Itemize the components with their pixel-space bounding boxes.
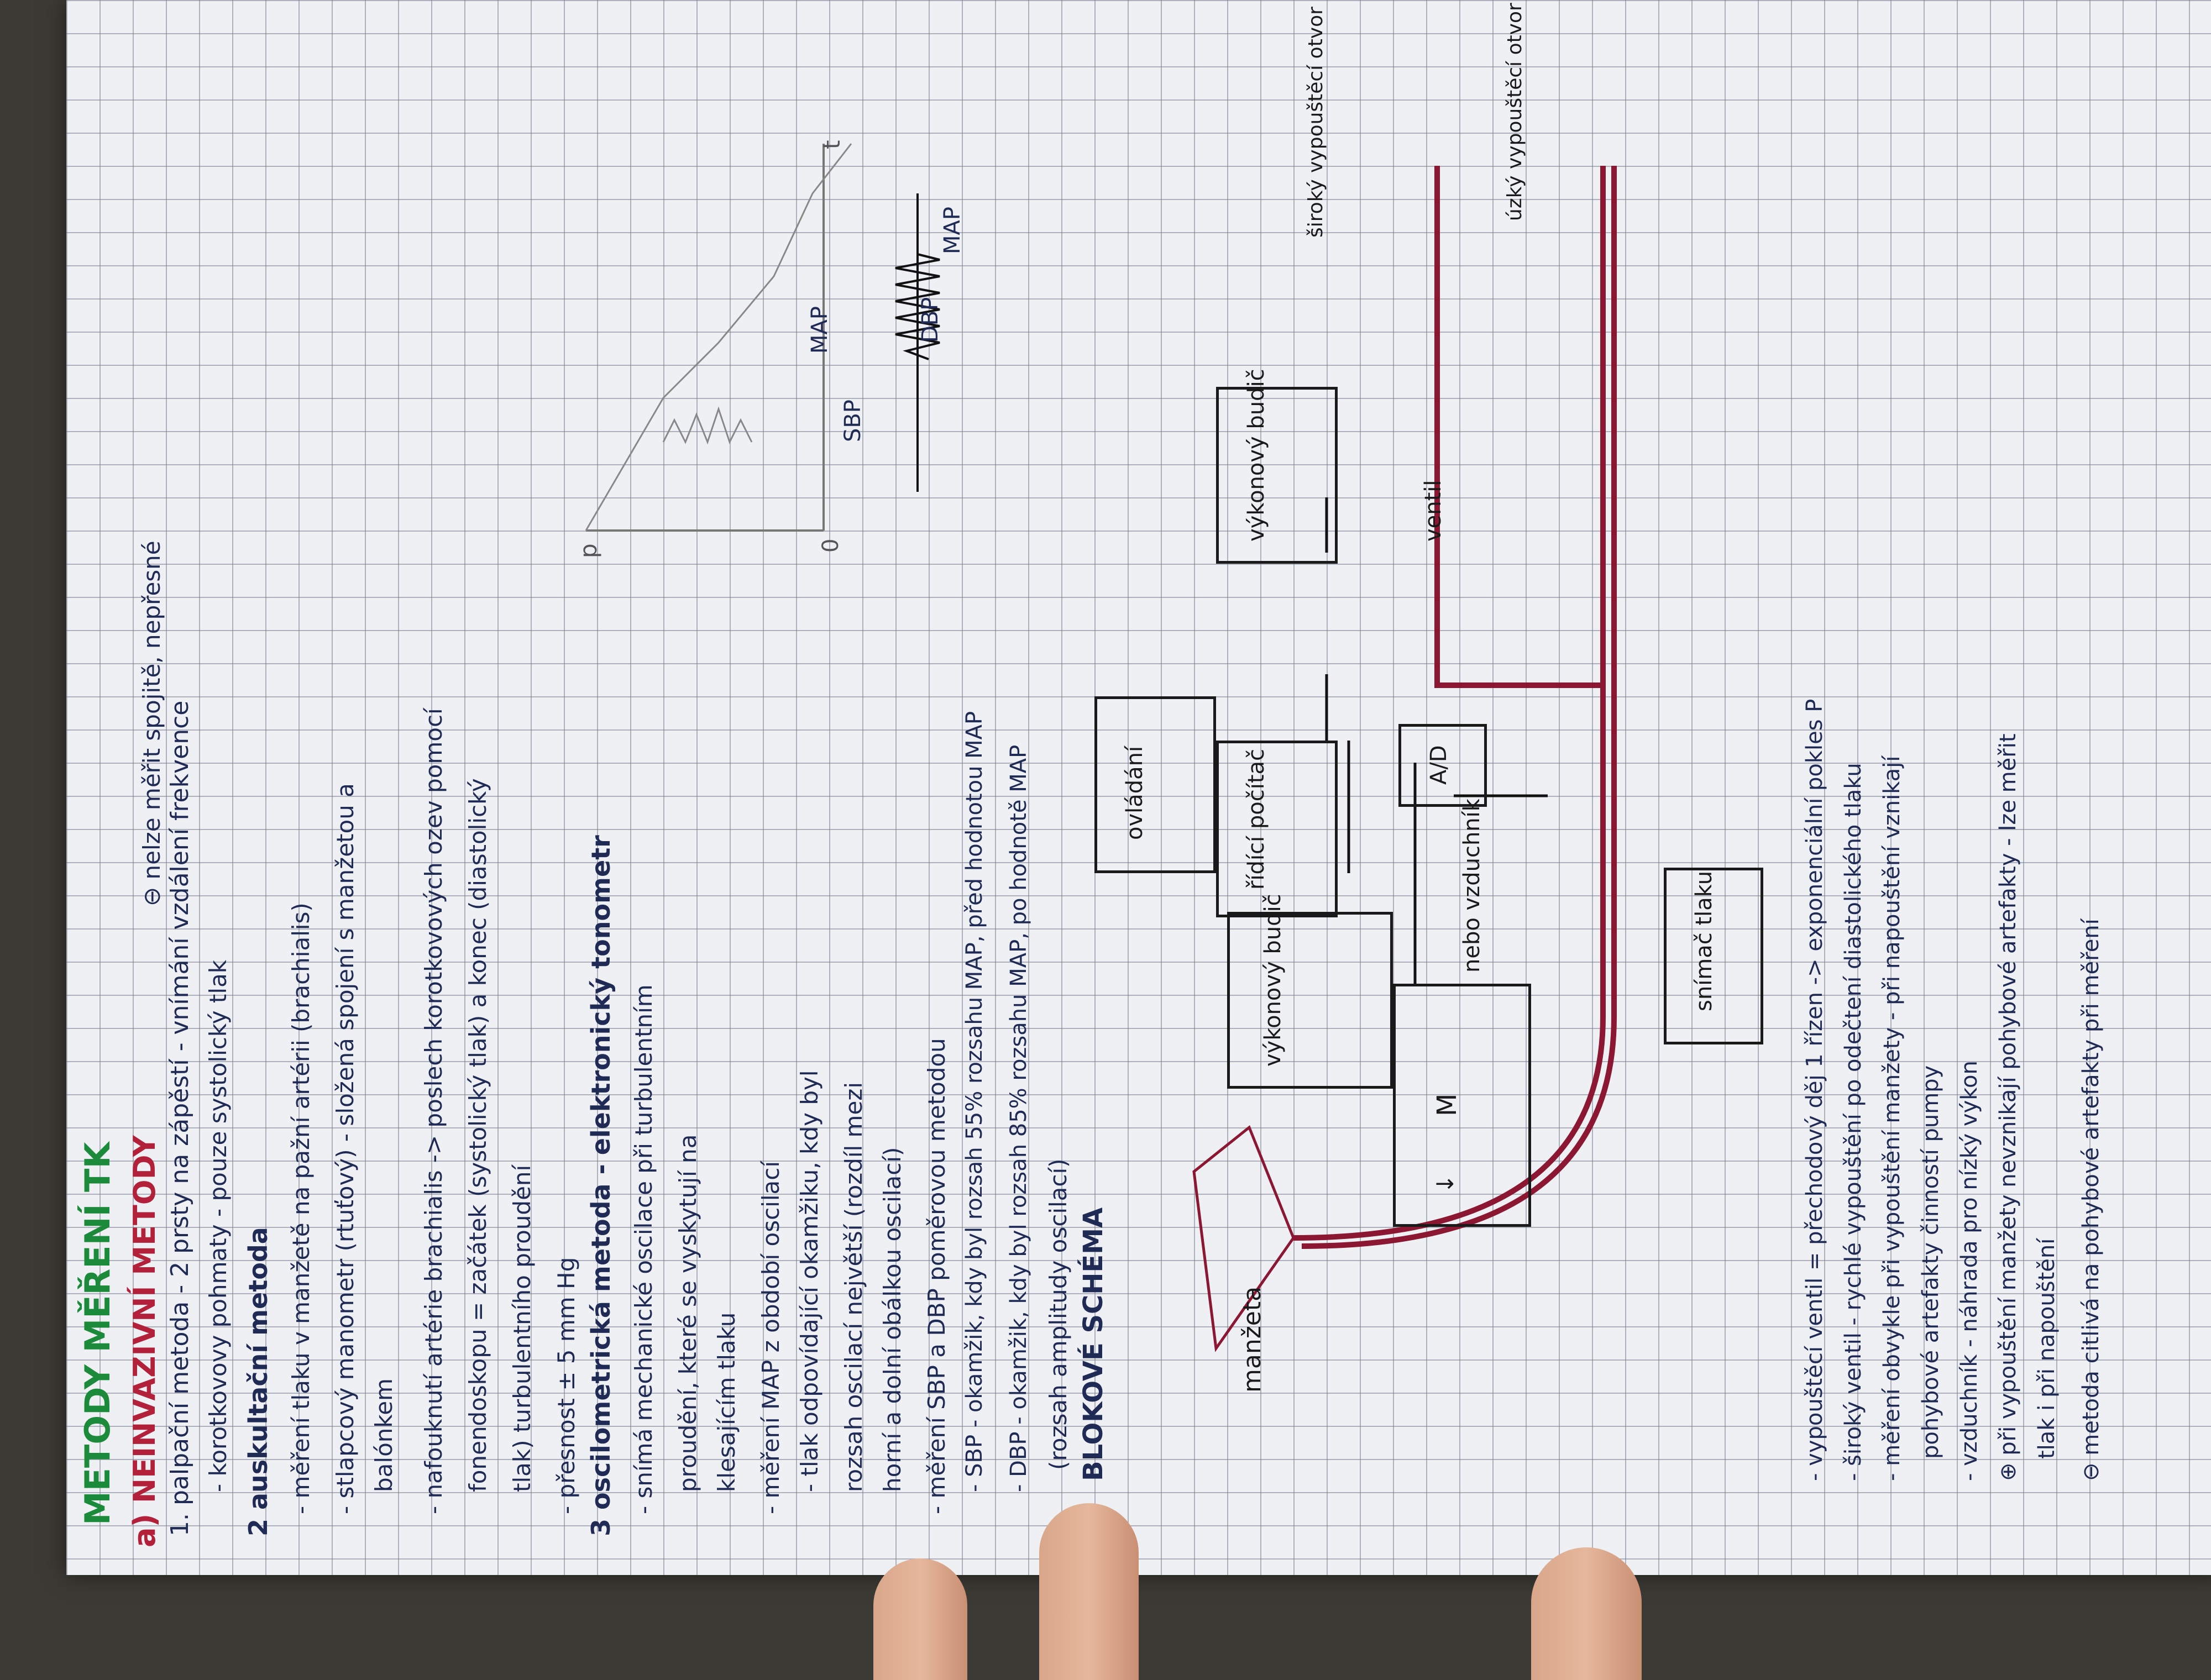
finger: [1531, 1547, 1642, 1680]
note-line: rozsah oscilací největší (rozdíl mezi: [840, 1082, 867, 1492]
axis-label-p: p: [575, 543, 602, 558]
finger: [1039, 1503, 1139, 1680]
adc-box: [1398, 724, 1487, 807]
note-line: ⊖ metoda citlivá na pohybové artefakty p…: [2078, 918, 2104, 1481]
map-label-2: MAP: [940, 207, 965, 254]
valve-label: ventil: [1421, 480, 1446, 542]
map-label: MAP: [807, 306, 832, 354]
note-line: - měření tlaku v manžetě na pažní artéri…: [287, 902, 315, 1514]
driver-label-1: výkonový budič: [1260, 894, 1286, 1067]
controller-box: [1216, 741, 1338, 917]
pump-symbol: M: [1432, 1093, 1463, 1116]
note-line: - široký ventil - rychlé vypouštění po o…: [1841, 763, 1866, 1481]
narrow-outlet-label: úzký vypouštěcí otvor: [1503, 3, 1526, 221]
valve-symbol: ↓: [1432, 1174, 1459, 1194]
note-line: horní a dolní obálkou oscilací): [879, 1147, 906, 1492]
sensor-label: snímač tlaku: [1691, 870, 1717, 1011]
note-line: - SBP - okamžik, kdy byl rozsah 55% rozs…: [962, 711, 987, 1492]
method-heading: 2 auskultační metoda: [243, 1227, 273, 1536]
note-line: - stlapcový manometr (rtuťový) - složená…: [332, 783, 359, 1514]
note-line: klesajícím tlaku: [713, 1312, 740, 1492]
note-line: - měření obvykle při vypouštění manžety …: [1879, 755, 1905, 1481]
origin-label: 0: [818, 538, 843, 553]
pressure-curve: [585, 143, 852, 531]
note-line: ⊕ při vypouštění manžety nevznikají pohy…: [1995, 733, 2021, 1482]
axis-label-t: t: [818, 140, 845, 149]
wide-outlet-label: široký vypouštěcí otvor: [1304, 7, 1327, 238]
note-line: - měření MAP z období oscilací: [757, 1161, 784, 1514]
note-line: pohybové artefakty činností pumpy: [1918, 1065, 1943, 1459]
block-schema-heading: BLOKOVÉ SCHÉMA: [1078, 1207, 1109, 1481]
driver-label-2: výkonový budič: [1244, 369, 1269, 542]
driver-box-2: [1216, 387, 1338, 564]
finger: [873, 1558, 967, 1680]
oscillation-graph: [585, 143, 852, 532]
note-line: tlak i při napouštění: [2034, 1238, 2060, 1459]
note-line: - tlak odpovídající okamžiku, kdy byl: [796, 1070, 823, 1492]
note-line: balónkem: [370, 1378, 397, 1492]
note-line: - snímá mechanické oscilace při turbulen…: [630, 984, 657, 1514]
note-line: fonendoskopu = začátek (systolický tlak)…: [464, 778, 491, 1492]
adc-label: A/D: [1426, 745, 1452, 785]
note-line: tlak) turbulentního proudění: [509, 1164, 536, 1492]
air-tube-outer: [1301, 166, 1617, 1249]
note-line: (rozsah amplitudy oscilací): [1045, 1158, 1072, 1470]
dbp-label: DBP: [918, 297, 943, 343]
note-line: - vypouštěcí ventil = přechodový děj 1 ř…: [1802, 699, 1827, 1481]
cuff-shape: [1192, 1125, 1295, 1352]
note-line: - korotkovovy pohmaty - pouze systolický…: [205, 959, 232, 1492]
note-line: - přesnost ± 5 mm Hg: [553, 1257, 580, 1514]
note-line: 1. palpační metoda - 2 prsty na zápěstí …: [166, 700, 194, 1536]
envelope-waveform: [895, 193, 940, 492]
sensor-box: [1664, 868, 1763, 1044]
notebook-page: [66, 0, 2211, 1575]
page-title: METODY MĚŘENÍ TK: [77, 1142, 118, 1525]
note-line: - měření SBP a DBP poměrovou metodou: [923, 1038, 950, 1514]
controls-label: ovládání: [1122, 746, 1148, 840]
cuff-label: manžeta: [1238, 1286, 1266, 1393]
pump-box: [1393, 984, 1531, 1227]
note-line: - DBP - okamžik, kdy byl rozsah 85% rozs…: [1006, 744, 1031, 1492]
oscillation-wave: [662, 406, 753, 445]
controls-box: [1094, 696, 1216, 873]
note-line: - nafouknutí artérie brachialis -> posle…: [420, 708, 447, 1514]
driver-box-1: [1227, 912, 1393, 1089]
note-line: - vzduchník - náhrada pro nízký výkon: [1957, 1060, 1982, 1481]
section-heading: a) NEINVAZIVNÍ METODY: [127, 1135, 162, 1547]
note-line: proudění, které se vyskytují na: [674, 1134, 701, 1492]
pump-note: nebo vzduchník: [1459, 799, 1485, 973]
note-line: ⊖ nelze měřit spojitě, nepřesné: [138, 540, 165, 906]
controller-label: řídící počítač: [1244, 748, 1269, 890]
valve-tube: [1434, 166, 1603, 688]
sbp-label: SBP: [840, 400, 866, 442]
method-heading: 3 oscilometrická metoda - elektronický t…: [586, 835, 616, 1536]
